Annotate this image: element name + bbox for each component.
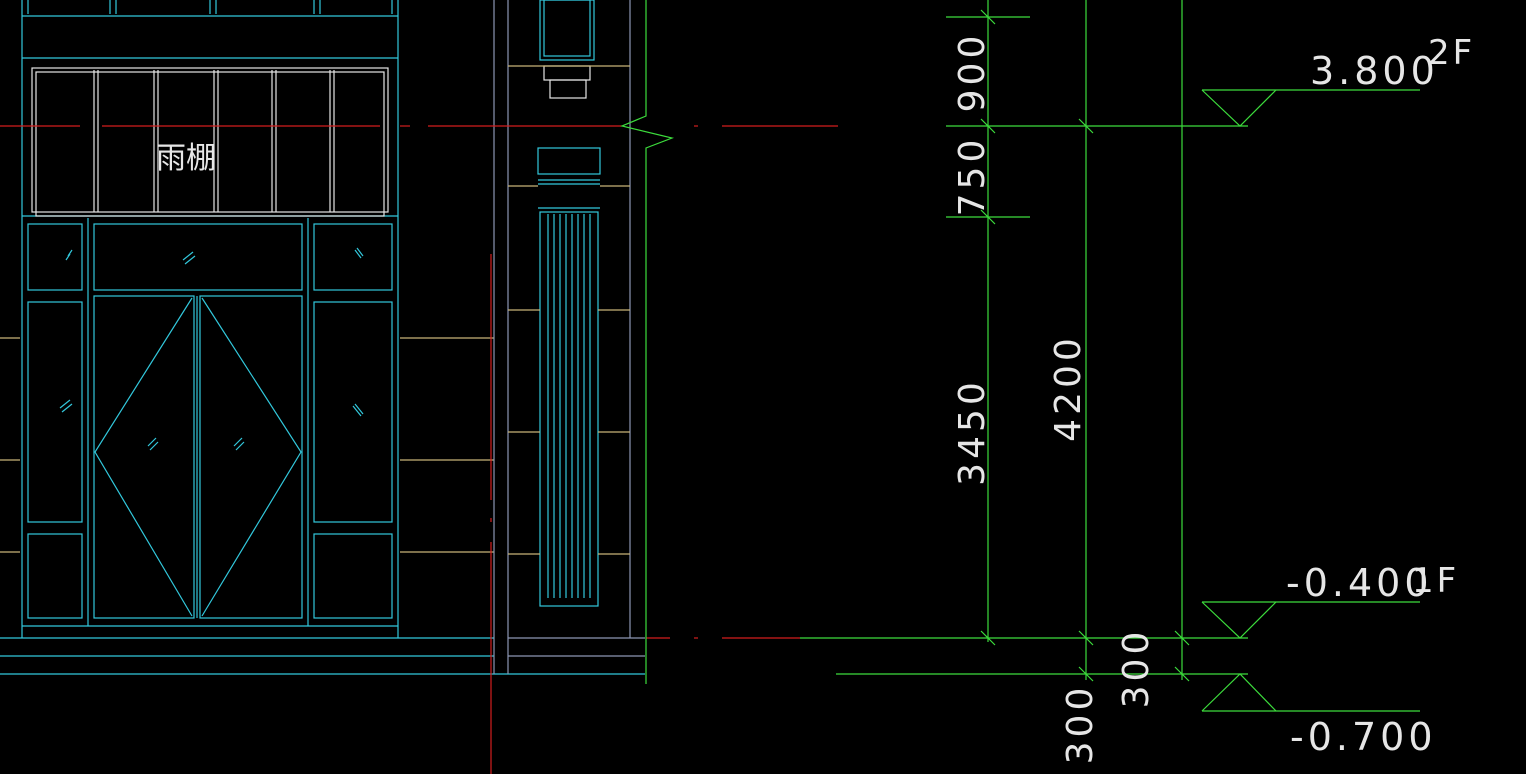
canopy-outline bbox=[31, 67, 389, 217]
level-elevation-ground: -0.700 bbox=[1290, 715, 1437, 759]
axis-lines bbox=[0, 125, 838, 774]
column-elevation bbox=[493, 0, 645, 674]
dimension-lines bbox=[620, 0, 1420, 712]
level-floor-1f: 1F bbox=[1412, 561, 1459, 601]
level-floor-2f: 2F bbox=[1428, 33, 1475, 73]
canopy-label: 雨棚 bbox=[156, 141, 216, 176]
level-elevation-2f: 3.800 bbox=[1310, 49, 1439, 93]
dim-900: 900 bbox=[952, 32, 993, 113]
dim-300-upper: 300 bbox=[1116, 628, 1157, 709]
glass-hatch-marks bbox=[59, 247, 364, 451]
dim-3450: 3450 bbox=[952, 378, 993, 486]
dim-300-lower: 300 bbox=[1060, 684, 1101, 765]
dim-750: 750 bbox=[952, 136, 993, 217]
level-elevation-1f: -0.400 bbox=[1286, 561, 1433, 605]
dim-4200: 4200 bbox=[1048, 334, 1089, 442]
